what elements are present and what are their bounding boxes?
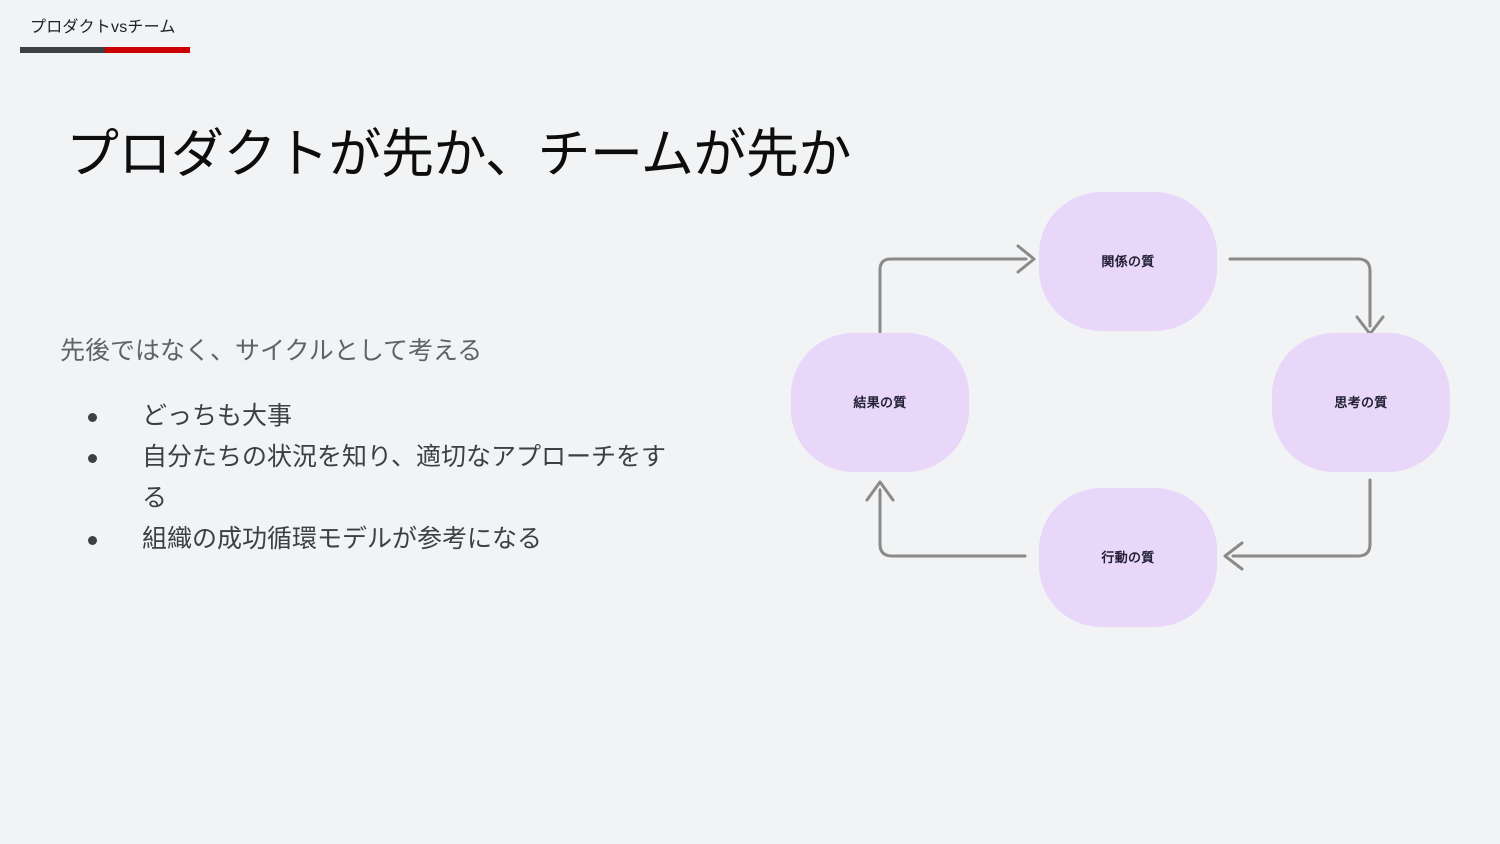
- lead-paragraph: 先後ではなく、サイクルとして考える: [60, 337, 483, 365]
- progress-bar-remaining: [105, 47, 190, 53]
- edge-result-to-relationship: [878, 257, 1028, 448]
- cycle-node-action[interactable]: 行動の質: [1039, 488, 1217, 627]
- list-item: 自分たちの状況を知り、適切なアプローチをする: [60, 437, 690, 519]
- cycle-connectors: [865, 244, 1385, 571]
- bullet-dot-icon: [88, 454, 97, 463]
- edge-action-to-result: [878, 488, 1027, 558]
- edge-result-to-relationship-arrowhead: [1016, 244, 1036, 274]
- list-item-label: 自分たちの状況を知り、適切なアプローチをする: [142, 443, 667, 512]
- slide-section-label: プロダクトvsチーム: [30, 19, 176, 36]
- list-item-label: 組織の成功循環モデルが参考になる: [142, 525, 543, 553]
- list-item-label: どっちも大事: [142, 402, 293, 430]
- cycle-node-result[interactable]: 結果の質: [791, 333, 969, 472]
- list-item: どっちも大事: [60, 396, 690, 437]
- cycle-node-label: 思考の質: [1334, 394, 1388, 410]
- cycle-node-label: 行動の質: [1101, 549, 1155, 565]
- slide-progress-bar: [20, 47, 190, 53]
- cycle-node-label: 関係の質: [1101, 253, 1155, 269]
- edge-thinking-to-action-arrowhead: [1223, 541, 1244, 571]
- success-cycle-diagram: 関係の質 思考の質 行動の質 結果の質: [780, 180, 1470, 650]
- bullet-dot-icon: [88, 536, 97, 545]
- cycle-node-thinking[interactable]: 思考の質: [1272, 333, 1450, 472]
- edge-thinking-to-action: [1231, 478, 1372, 558]
- list-item: 組織の成功循環モデルが参考になる: [60, 519, 690, 560]
- page-title: プロダクトが先か、チームが先か: [66, 124, 851, 184]
- bullet-dot-icon: [88, 413, 97, 422]
- progress-bar-done: [20, 47, 105, 53]
- cycle-node-relationship[interactable]: 関係の質: [1039, 192, 1217, 331]
- cycle-node-label: 結果の質: [853, 394, 907, 410]
- bullet-list: どっちも大事 自分たちの状況を知り、適切なアプローチをする 組織の成功循環モデル…: [60, 396, 690, 560]
- edge-relationship-to-thinking: [1228, 257, 1372, 328]
- edge-action-to-result-arrowhead: [865, 480, 895, 502]
